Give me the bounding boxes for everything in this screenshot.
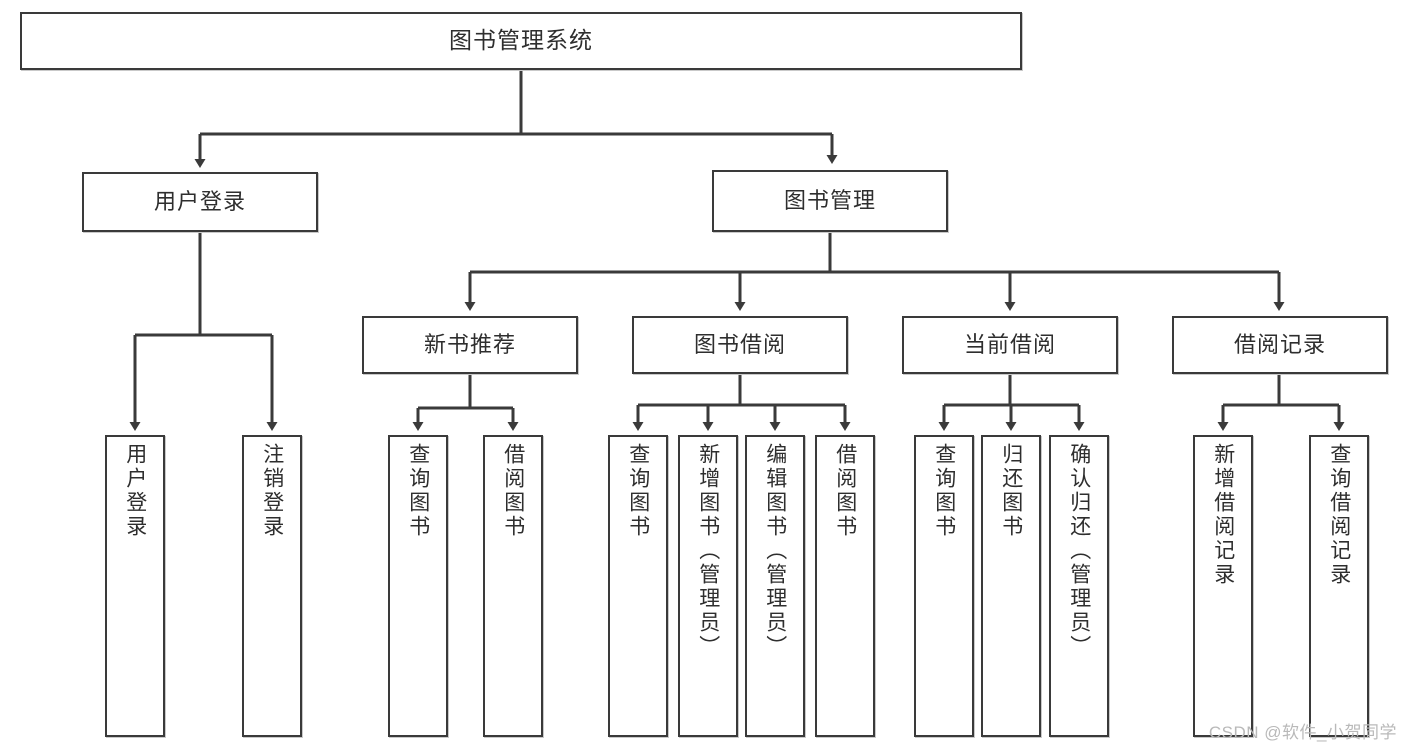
leaf-borrow-record-query-record[interactable]: 查询借阅记录 bbox=[1309, 435, 1369, 737]
node-label: 新增借阅记录 bbox=[1211, 443, 1235, 587]
node-current-borrow[interactable]: 当前借阅 bbox=[902, 316, 1118, 374]
node-label: 用户登录 bbox=[153, 189, 246, 215]
node-label: 查询图书 bbox=[406, 443, 430, 539]
node-new-book-recommend[interactable]: 新书推荐 bbox=[362, 316, 578, 374]
node-user-login[interactable]: 用户登录 bbox=[82, 172, 318, 232]
node-label: 图书管理 bbox=[783, 188, 876, 214]
leaf-current-borrow-query-book[interactable]: 查询图书 bbox=[914, 435, 974, 737]
leaf-book-borrow-add-book-admin[interactable]: 新增图书（管理员） bbox=[678, 435, 738, 737]
leaf-user-login-login[interactable]: 用户登录 bbox=[105, 435, 165, 737]
node-label: 确认归还（管理员） bbox=[1067, 443, 1091, 659]
leaf-current-borrow-return-book[interactable]: 归还图书 bbox=[981, 435, 1041, 737]
node-label: 借阅图书 bbox=[501, 443, 525, 539]
leaf-new-book-query-book[interactable]: 查询图书 bbox=[388, 435, 448, 737]
node-label: 新增图书（管理员） bbox=[696, 443, 720, 659]
node-label: 编辑图书（管理员） bbox=[763, 443, 787, 659]
leaf-new-book-borrow-book[interactable]: 借阅图书 bbox=[483, 435, 543, 737]
node-label: 用户登录 bbox=[123, 443, 147, 539]
node-label: 借阅图书 bbox=[833, 443, 857, 539]
node-book-borrow[interactable]: 图书借阅 bbox=[632, 316, 848, 374]
node-root-system[interactable]: 图书管理系统 bbox=[20, 12, 1022, 70]
node-label: 图书管理系统 bbox=[449, 27, 593, 54]
leaf-book-borrow-edit-book-admin[interactable]: 编辑图书（管理员） bbox=[745, 435, 805, 737]
leaf-book-borrow-borrow-book[interactable]: 借阅图书 bbox=[815, 435, 875, 737]
node-label: 注销登录 bbox=[260, 443, 284, 539]
leaf-user-login-logout[interactable]: 注销登录 bbox=[242, 435, 302, 737]
node-label: 图书借阅 bbox=[693, 332, 786, 358]
node-label: 查询图书 bbox=[932, 443, 956, 539]
node-borrow-record[interactable]: 借阅记录 bbox=[1172, 316, 1388, 374]
leaf-current-borrow-confirm-return-admin[interactable]: 确认归还（管理员） bbox=[1049, 435, 1109, 737]
node-book-management[interactable]: 图书管理 bbox=[712, 170, 948, 232]
node-label: 查询图书 bbox=[626, 443, 650, 539]
leaf-borrow-record-add-record[interactable]: 新增借阅记录 bbox=[1193, 435, 1253, 737]
node-label: 查询借阅记录 bbox=[1327, 443, 1351, 587]
node-label: 当前借阅 bbox=[963, 332, 1056, 358]
node-label: 归还图书 bbox=[999, 443, 1023, 539]
leaf-book-borrow-query-book[interactable]: 查询图书 bbox=[608, 435, 668, 737]
node-label: 新书推荐 bbox=[423, 332, 516, 358]
node-label: 借阅记录 bbox=[1233, 332, 1326, 358]
csdn-watermark: CSDN @软件_小贺同学 bbox=[1208, 723, 1397, 742]
